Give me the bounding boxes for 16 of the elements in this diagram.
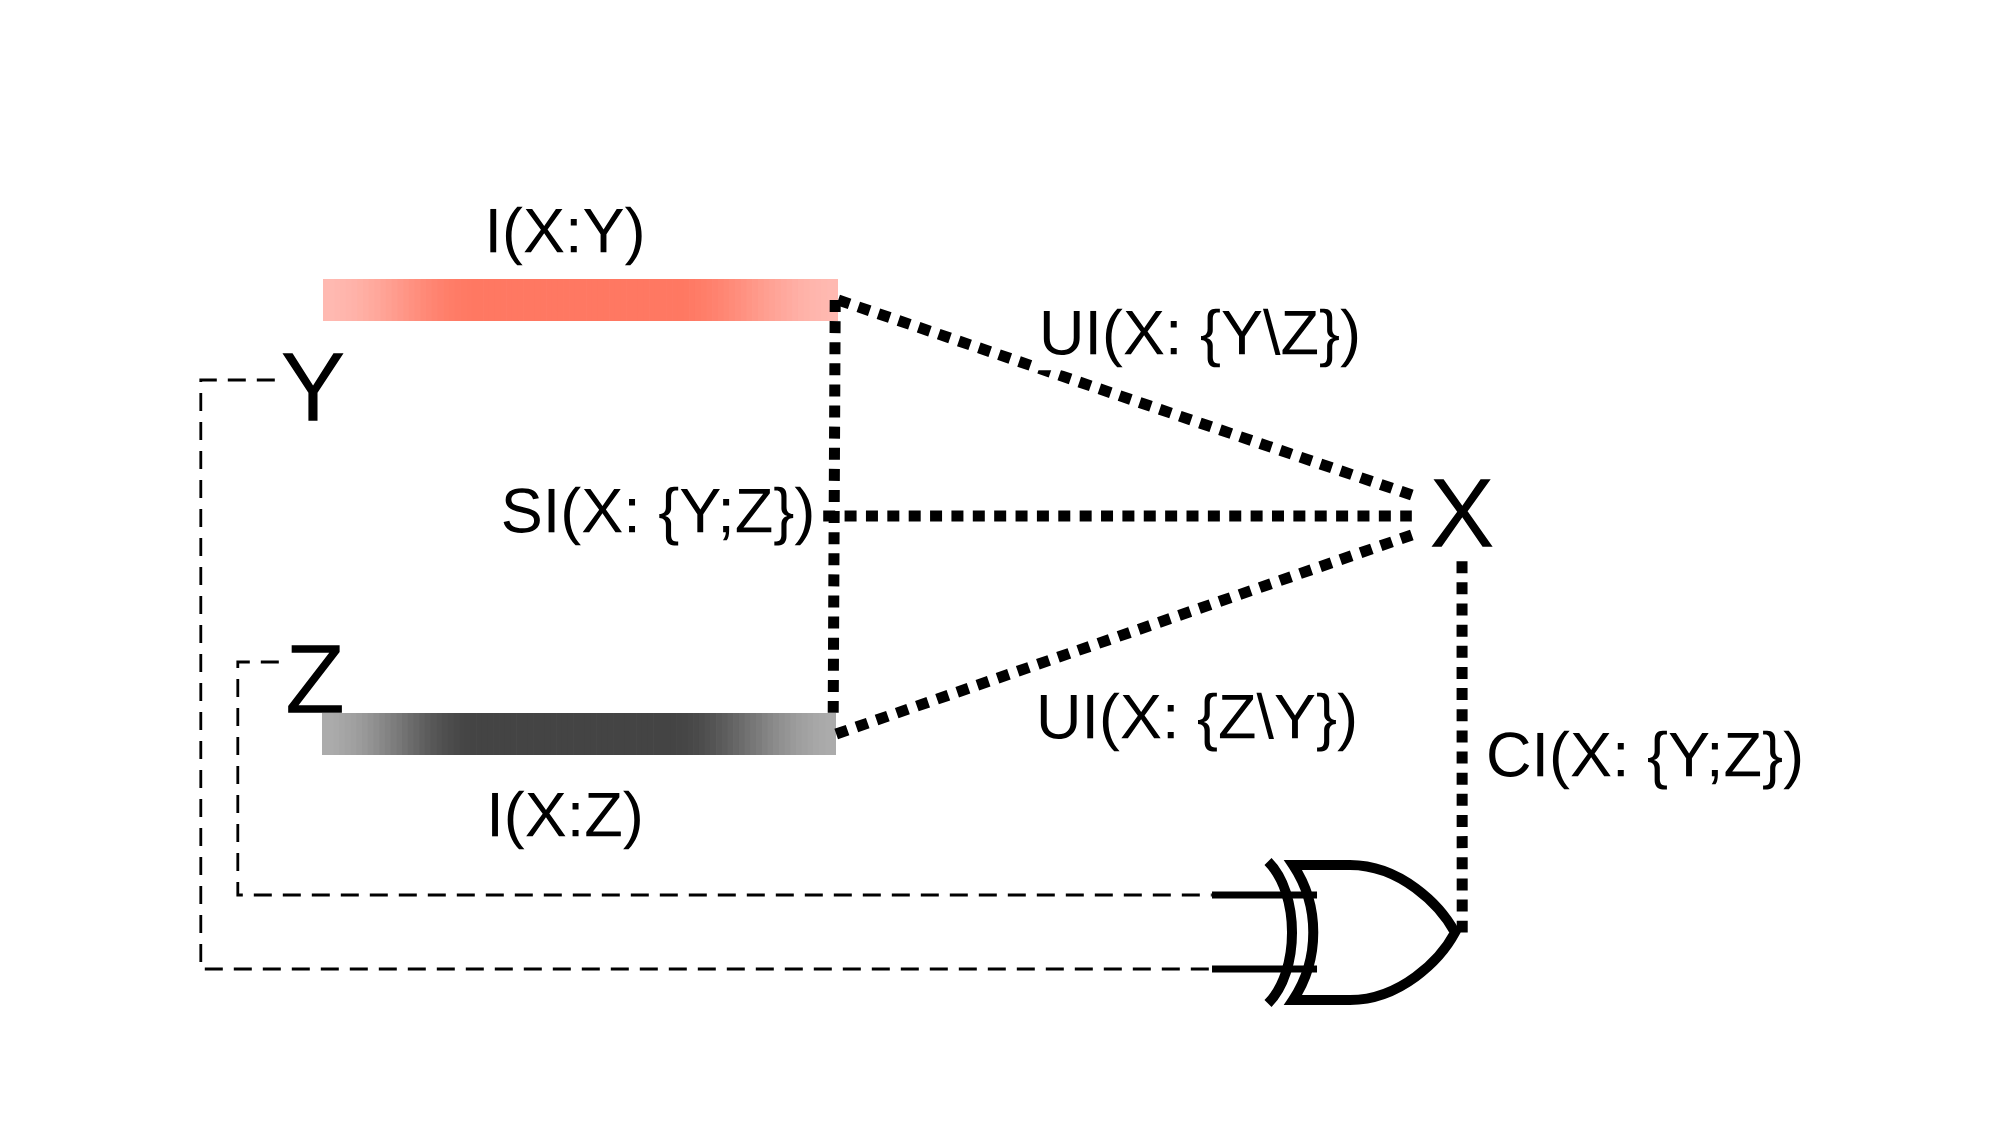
dashed-line: [199, 378, 1212, 971]
dashed-line: [236, 660, 1212, 897]
edge-label: UI(X: {Y\Z}): [1035, 305, 1365, 371]
dotted-line: [827, 300, 841, 713]
dotted-line: [823, 510, 1412, 522]
variable-label: Y: [282, 353, 344, 421]
quantity-label: I(X:Y): [490, 206, 642, 266]
variable-label: Z: [288, 645, 342, 713]
quantity-label: I(X:Z): [492, 790, 640, 850]
variable-label: X: [1431, 479, 1493, 547]
edge-label: CI(X: {Y;Z}): [1483, 727, 1807, 793]
dotted-line: [834, 529, 1414, 740]
quantity-label: SI(X: {Y;Z}): [503, 486, 812, 546]
dotted-line: [836, 294, 1414, 501]
dotted-line: [1456, 561, 1468, 933]
edge-label: UI(X: {Z\Y}): [1033, 689, 1362, 755]
